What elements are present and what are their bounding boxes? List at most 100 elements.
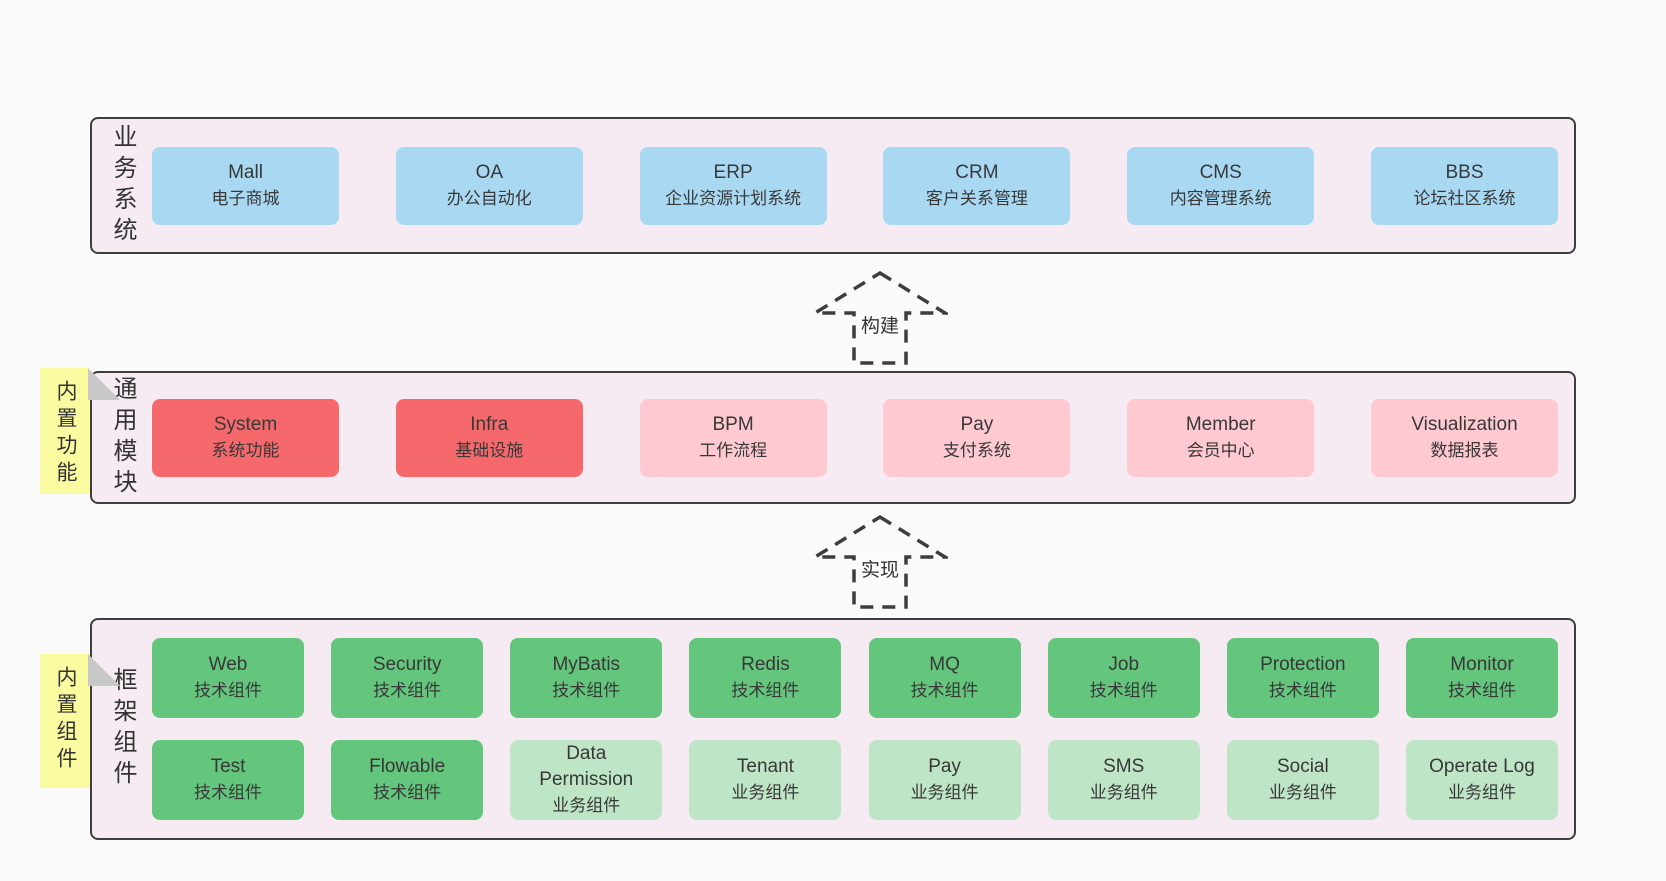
module-box-security: Security 技术组件 — [331, 638, 484, 718]
module-subtitle: 业务组件 — [731, 783, 800, 802]
module-title: Monitor — [1450, 654, 1514, 675]
module-box-monitor: Monitor 技术组件 — [1405, 638, 1558, 718]
band-business-systems: 业务系统 Mall 电子商城 OA 办公自动化 ERP 企业资源计划系统 CRM 客户关系管理… — [90, 117, 1576, 254]
module-subtitle: 支付系统 — [942, 440, 1011, 460]
arrow-label: 实现 — [857, 554, 903, 583]
module-box-oa: OA 办公自动化 — [395, 146, 583, 225]
sticky-note-label: 内置功能 — [54, 380, 77, 488]
module-subtitle: 业务组件 — [552, 796, 621, 815]
module-box-sms: SMS 业务组件 — [1047, 740, 1200, 820]
module-title: CRM — [955, 161, 999, 183]
build-arrow: 构建 — [812, 270, 948, 366]
module-title: SMS — [1103, 756, 1145, 777]
module-title: Visualization — [1411, 413, 1518, 435]
module-title: Job — [1108, 654, 1140, 675]
band-content: System 系统功能 Infra 基础设施 BPM 工作流程 Pay 支付系统 Member 会… — [140, 398, 1574, 477]
sticky-note-built-in-features: 内置功能 — [40, 368, 90, 494]
module-title: ERP — [713, 161, 753, 183]
module-box-protection: Protection 技术组件 — [1226, 638, 1379, 718]
module-box-flowable: Flowable 技术组件 — [331, 740, 484, 820]
module-subtitle: 技术组件 — [731, 681, 800, 700]
band-label: 框架组件 — [109, 667, 136, 791]
module-subtitle: 技术组件 — [910, 681, 979, 700]
module-title: Pay — [960, 413, 994, 435]
module-box-cms: CMS 内容管理系统 — [1127, 146, 1315, 225]
module-box-job: Job 技术组件 — [1047, 638, 1200, 718]
band-content: Mall 电子商城 OA 办公自动化 ERP 企业资源计划系统 CRM 客户关系管理 CMS 内容… — [140, 146, 1574, 225]
module-box-mall: Mall 电子商城 — [152, 146, 339, 225]
module-box-crm: CRM 客户关系管理 — [883, 146, 1071, 225]
module-box-member: Member 会员中心 — [1127, 398, 1315, 477]
module-subtitle: 技术组件 — [1268, 681, 1337, 700]
module-title: CMS — [1199, 161, 1242, 183]
module-subtitle: 论坛社区系统 — [1413, 188, 1516, 208]
module-subtitle: 办公自动化 — [446, 188, 532, 208]
module-subtitle: 数据报表 — [1430, 440, 1499, 460]
module-box-bbs: BBS 论坛社区系统 — [1370, 146, 1558, 225]
module-box-mybatis: MyBatis 技术组件 — [510, 638, 663, 718]
module-subtitle: 技术组件 — [1089, 681, 1158, 700]
sticky-note-built-in-components: 内置组件 — [40, 654, 90, 788]
module-subtitle: 技术组件 — [194, 681, 262, 700]
module-box-data-permission: Data Permission 业务组件 — [510, 740, 663, 820]
module-subtitle: 内容管理系统 — [1169, 188, 1272, 208]
module-box-redis: Redis 技术组件 — [689, 638, 842, 718]
module-title: Member — [1185, 413, 1256, 435]
module-title: Social — [1276, 756, 1329, 777]
module-box-infra: Infra 基础设施 — [395, 398, 583, 477]
module-title: Mall — [228, 161, 263, 183]
module-box-erp: ERP 企业资源计划系统 — [639, 146, 827, 225]
implement-arrow: 实现 — [812, 514, 948, 610]
module-title: Redis — [741, 654, 790, 675]
module-title: Web — [208, 654, 248, 675]
module-box-pay: Pay 业务组件 — [868, 740, 1021, 820]
module-box-web: Web 技术组件 — [152, 638, 304, 718]
module-subtitle: 企业资源计划系统 — [665, 188, 802, 208]
module-subtitle: 业务组件 — [910, 783, 979, 802]
module-subtitle: 系统功能 — [211, 440, 280, 460]
module-subtitle: 客户关系管理 — [925, 188, 1028, 208]
module-subtitle: 会员中心 — [1186, 440, 1255, 460]
module-box-pay: Pay 支付系统 — [883, 398, 1071, 477]
module-subtitle: 技术组件 — [194, 783, 262, 802]
sticky-note-label: 内置组件 — [54, 666, 77, 774]
module-subtitle: 工作流程 — [699, 440, 768, 460]
module-box-visualization: Visualization 数据报表 — [1370, 398, 1558, 477]
module-title: Tenant — [736, 756, 794, 777]
module-subtitle: 技术组件 — [552, 681, 621, 700]
module-subtitle: 基础设施 — [455, 440, 524, 460]
module-box-bpm: BPM 工作流程 — [639, 398, 827, 477]
module-subtitle: 业务组件 — [1089, 783, 1158, 802]
module-subtitle: 技术组件 — [373, 783, 442, 802]
module-title: System — [213, 413, 278, 435]
module-title: Flowable — [369, 756, 446, 777]
module-title: BBS — [1445, 161, 1484, 183]
module-title: Data Permission — [539, 743, 634, 790]
module-title: Operate Log — [1429, 756, 1535, 777]
module-title: BPM — [712, 413, 754, 435]
module-box-system: System 系统功能 — [152, 398, 339, 477]
module-box-tenant: Tenant 业务组件 — [689, 740, 842, 820]
module-title: OA — [475, 161, 504, 183]
module-subtitle: 业务组件 — [1268, 783, 1337, 802]
module-subtitle: 技术组件 — [1447, 681, 1516, 700]
arrow-label: 构建 — [857, 310, 903, 339]
band-label: 业务系统 — [109, 123, 136, 248]
module-box-social: Social 业务组件 — [1226, 740, 1379, 820]
module-title: Protection — [1260, 654, 1346, 675]
module-title: MQ — [929, 654, 960, 675]
module-subtitle: 电子商城 — [211, 188, 280, 208]
module-subtitle: 技术组件 — [373, 681, 442, 700]
module-box-test: Test 技术组件 — [152, 740, 304, 820]
module-title: Security — [372, 654, 442, 675]
module-title: MyBatis — [552, 654, 621, 675]
module-title: Infra — [470, 413, 509, 435]
module-subtitle: 业务组件 — [1447, 783, 1516, 802]
module-title: Pay — [928, 756, 961, 777]
module-title: Test — [210, 756, 246, 777]
